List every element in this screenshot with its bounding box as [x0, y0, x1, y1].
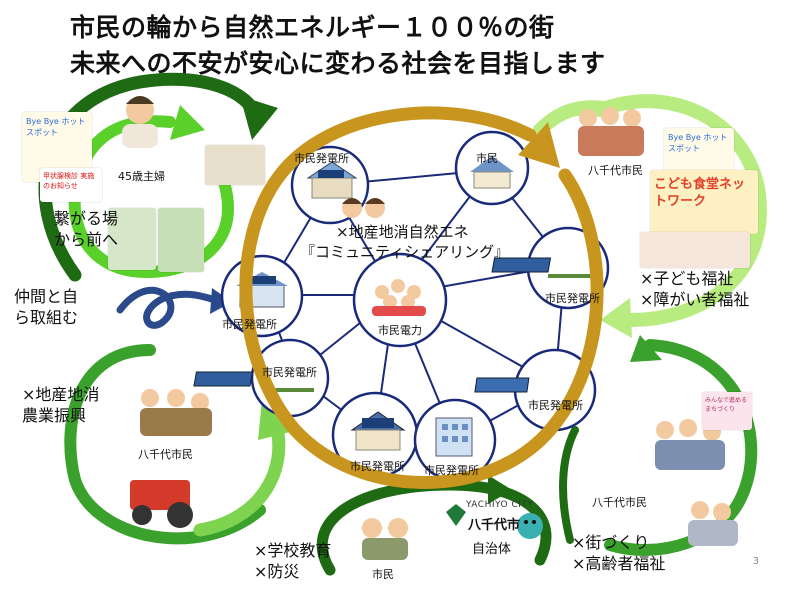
- flyer-red-text: 甲状腺検診 実施のお知らせ: [43, 172, 95, 190]
- people-icon-center: [342, 198, 385, 218]
- page-number: 3: [752, 556, 759, 567]
- cycle-arrow-right-inner: [559, 426, 579, 544]
- solar-field-icon-lower-right: [474, 377, 530, 393]
- center-heading-line-2: 『コミュニティシェアリング』: [300, 243, 510, 261]
- hub-label: 市民電力: [378, 324, 422, 337]
- node-label-top-right: 市民: [476, 152, 498, 165]
- crowd-photo-top-left: [205, 145, 265, 185]
- cycle-arrow-top-left-light: [68, 115, 234, 279]
- caption-45-housewife: 45歳主婦: [118, 170, 165, 183]
- flyer-text: Bye Bye ホットスポット: [26, 117, 86, 137]
- arrowhead-left: [258, 400, 290, 440]
- arrowhead-bottom: [488, 475, 512, 504]
- mascot-icon: [517, 513, 543, 539]
- arrowhead-top-left-dark: [240, 96, 278, 140]
- node-circle-hub: [352, 252, 448, 348]
- node-label-right: 市民発電所: [545, 292, 600, 305]
- citizens-group-icon: [578, 107, 644, 156]
- center-heading-line-1: ×地産地消自然エネ: [336, 223, 469, 241]
- machizukuri-poster: みんなで進める まちづくり: [702, 392, 752, 430]
- poster-photo-left: [158, 208, 204, 272]
- label-town-development: ×街づくり: [572, 533, 650, 552]
- cycle-arrow-top-right: [593, 94, 768, 327]
- yachiyo-city-en: YACHIYO CITY: [466, 500, 534, 510]
- navy-swirl-arrow: [116, 286, 219, 329]
- yachiyo-city-jp: 八千代市: [468, 518, 521, 533]
- flyer-text-right: Bye Bye ホットスポット: [668, 133, 728, 153]
- poster-text: みんなで進める まちづくり: [705, 397, 748, 413]
- node-label-left: 市民発電所: [222, 318, 277, 331]
- label-child-welfare: ×子ども福祉: [640, 269, 734, 288]
- arrowhead-top-right: [600, 298, 632, 338]
- label-agriculture-promotion: 農業振興: [22, 406, 87, 425]
- cycle-arrow-left-dark: [64, 344, 266, 545]
- municipality-label: 自治体: [472, 542, 512, 557]
- person-icon-45-housewife: [122, 96, 158, 148]
- node-label-bottom-left: 市民発電所: [350, 460, 405, 473]
- solar-field-icon-right: [491, 257, 592, 278]
- caption-yachiyo-citizens-top-right: 八千代市民: [588, 164, 643, 177]
- cycle-arrow-top-left-dark: [38, 72, 265, 282]
- flyer-thyroid-check: 甲状腺検診 実施のお知らせ: [40, 168, 102, 202]
- label-connecting-place-1: 繋がる場: [54, 209, 119, 228]
- label-friends-initiative-1: 仲間と自: [14, 287, 79, 306]
- solar-house-icon-top-left: [306, 161, 358, 199]
- label-elderly-welfare: ×高齢者福祉: [572, 554, 666, 573]
- network-sign-text: こども食堂ネットワーク: [654, 177, 746, 209]
- arrowhead-right: [630, 335, 662, 362]
- label-connecting-place-2: から前へ: [54, 230, 119, 249]
- caption-yachiyo-citizens-right: 八千代市民: [592, 496, 647, 509]
- navy-arrowhead: [210, 288, 232, 314]
- farmers-icon: [140, 389, 212, 436]
- caption-yachiyo-citizens-left: 八千代市民: [138, 448, 193, 461]
- label-local-production: ×地産地消: [22, 385, 100, 404]
- caption-bottom-citizens: 市民: [372, 568, 394, 581]
- title-line-1: 市民の輪から自然エネルギー１００％の街: [70, 13, 555, 42]
- solar-house-icon-top-right: [470, 156, 514, 189]
- node-label-top-left: 市民発電所: [294, 152, 349, 165]
- solar-field-icon-lower-left: [193, 371, 314, 392]
- building-icon-bottom-right: [435, 417, 473, 457]
- solar-house-icon-bottom-left: [350, 411, 406, 451]
- label-disability-welfare: ×障がい者福祉: [640, 290, 750, 309]
- node-label-lower-right: 市民発電所: [528, 399, 583, 412]
- node-label-bottom-right: 市民発電所: [424, 464, 479, 477]
- bottom-people-icon: [362, 518, 408, 560]
- childrens-cafeteria-sign: こども食堂ネットワーク: [650, 170, 758, 234]
- children-group-photo: [640, 232, 750, 268]
- gold-arrowhead: [518, 122, 560, 168]
- arrowhead-top-left-light: [170, 105, 205, 140]
- crowd-icon-hub: [372, 279, 426, 316]
- label-disaster-prevention: ×防災: [254, 562, 300, 581]
- cycle-arrow-right: [604, 339, 758, 556]
- yachiyo-logo-mark: [446, 504, 466, 526]
- elderly-people-icon: [655, 419, 738, 546]
- event-photo-left: [108, 208, 156, 270]
- node-label-lower-left: 市民発電所: [262, 366, 317, 379]
- cycle-arrow-left-light: [193, 413, 286, 537]
- label-school-education: ×学校教育: [254, 541, 332, 560]
- tractor-icon: [130, 480, 193, 528]
- gold-cycle-arrow: [239, 106, 604, 489]
- label-friends-initiative-2: ら取組む: [14, 308, 79, 327]
